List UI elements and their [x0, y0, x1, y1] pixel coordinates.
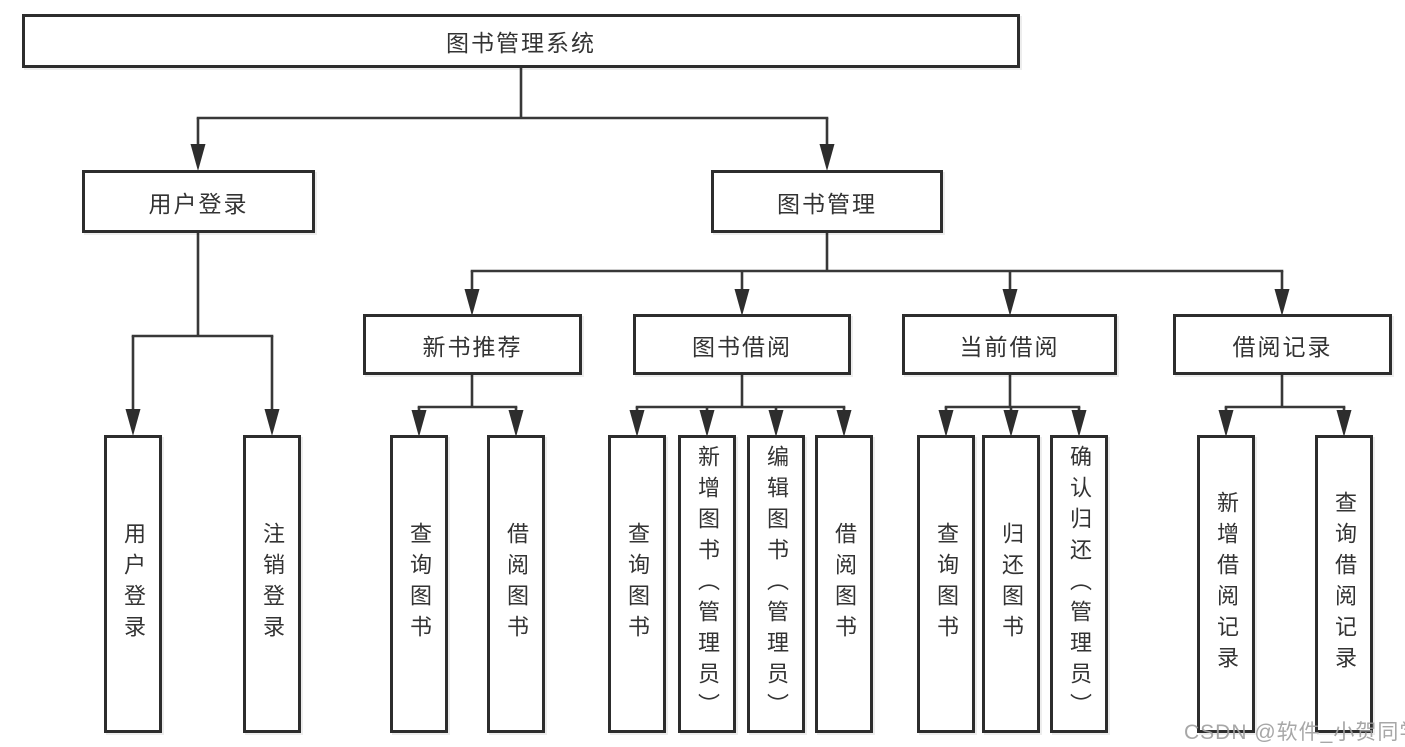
- node-label: 查询图书: [407, 522, 432, 646]
- leaf-query-books-borrow: 查询图书: [608, 435, 666, 733]
- node-label: 用户登录: [121, 522, 146, 646]
- node-label: 新增图书（管理员）: [695, 444, 720, 724]
- leaf-query-borrow-record: 查询借阅记录: [1315, 435, 1373, 733]
- node-label: 新书推荐: [422, 333, 523, 360]
- node-label: 图书管理: [777, 190, 877, 217]
- leaf-add-borrow-record: 新增借阅记录: [1197, 435, 1255, 733]
- node-label: 查询借阅记录: [1332, 491, 1357, 677]
- leaf-user-login: 用户登录: [104, 435, 162, 733]
- node-label: 借阅记录: [1232, 333, 1333, 360]
- leaf-return-books: 归还图书: [982, 435, 1040, 733]
- node-label: 当前借阅: [959, 333, 1060, 360]
- leaf-query-books-current: 查询图书: [917, 435, 975, 733]
- node-label: 借阅图书: [832, 522, 857, 646]
- node-label: 归还图书: [999, 522, 1024, 646]
- leaf-edit-books-admin: 编辑图书（管理员）: [747, 435, 805, 733]
- node-new-book-recommend: 新书推荐: [363, 314, 582, 375]
- node-label: 图书借阅: [692, 333, 792, 360]
- leaf-borrow-books-recommend: 借阅图书: [487, 435, 545, 733]
- leaf-confirm-return-admin: 确认归还（管理员）: [1050, 435, 1108, 733]
- csdn-watermark: CSDN @软件_小贺同学: [1184, 721, 1405, 744]
- node-label: 查询图书: [625, 522, 650, 646]
- leaf-borrow-books: 借阅图书: [815, 435, 873, 733]
- node-label: 图书管理系统: [446, 30, 596, 56]
- node-borrowing-records: 借阅记录: [1173, 314, 1392, 375]
- node-label: 借阅图书: [504, 522, 529, 646]
- node-label: 注销登录: [260, 522, 285, 646]
- leaf-query-books-recommend: 查询图书: [390, 435, 448, 733]
- node-book-management: 图书管理: [711, 170, 943, 233]
- node-label: 查询图书: [934, 522, 959, 646]
- node-user-login: 用户登录: [82, 170, 315, 233]
- node-label: 编辑图书（管理员）: [764, 444, 789, 724]
- node-current-borrowing: 当前借阅: [902, 314, 1117, 375]
- node-label: 用户登录: [148, 190, 249, 217]
- node-label: 确认归还（管理员）: [1067, 444, 1092, 724]
- node-book-borrowing: 图书借阅: [633, 314, 851, 375]
- node-label: 新增借阅记录: [1214, 491, 1239, 677]
- leaf-add-books-admin: 新增图书（管理员）: [678, 435, 736, 733]
- node-library-management-system: 图书管理系统: [22, 14, 1020, 68]
- leaf-logout: 注销登录: [243, 435, 301, 733]
